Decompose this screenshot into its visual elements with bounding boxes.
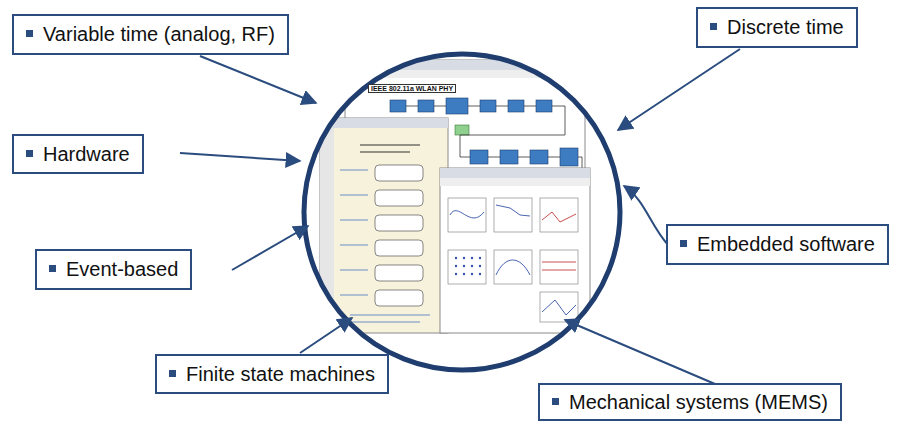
label-text: Mechanical systems (MEMS) — [569, 391, 840, 414]
label-text: Event-based — [66, 258, 190, 281]
bullet-square — [26, 30, 33, 37]
label-text: Hardware — [43, 143, 142, 166]
label-text: Finite state machines — [186, 363, 387, 386]
label-box: Hardware — [12, 134, 144, 174]
label-box: Embedded software — [666, 224, 889, 265]
screen-title: IEEE 802.11a WLAN PHY — [368, 84, 456, 93]
bullet-square — [552, 398, 559, 405]
label-text: Embedded software — [697, 233, 887, 256]
label-text: Variable time (analog, RF) — [43, 23, 287, 46]
screenshots — [320, 60, 590, 333]
label-box: Finite state machines — [155, 354, 389, 394]
bullet-square — [49, 265, 56, 272]
label-box: Variable time (analog, RF) — [12, 14, 289, 55]
label-box: Event-based — [35, 249, 192, 290]
label-text: Discrete time — [727, 16, 856, 39]
bullet-square — [680, 240, 687, 247]
bullet-square — [169, 370, 176, 377]
bullet-square — [710, 23, 717, 30]
leader-arrows — [180, 49, 740, 384]
label-box: Discrete time — [696, 7, 858, 48]
bullet-square — [26, 150, 33, 157]
label-box: Mechanical systems (MEMS) — [538, 383, 842, 421]
